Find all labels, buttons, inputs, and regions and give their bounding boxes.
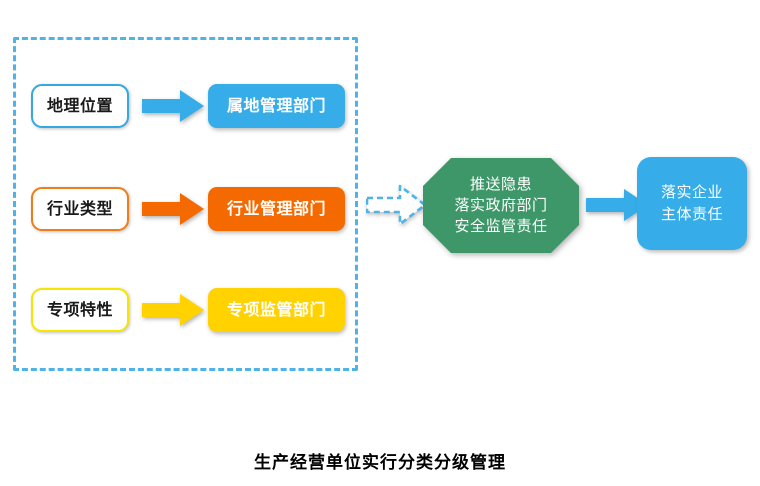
department-label: 行业管理部门	[226, 198, 326, 218]
process-line-1: 推送隐患	[469, 174, 532, 193]
arrow-industry-to-department	[142, 192, 204, 226]
criteria-box-industry[interactable]: 行业类型	[31, 187, 129, 231]
criteria-label: 行业类型	[46, 198, 113, 218]
merge-arrow-dashed	[366, 183, 426, 227]
department-label: 属地管理部门	[226, 95, 326, 115]
department-box-special[interactable]: 专项监管部门	[208, 288, 345, 332]
process-node-octagon[interactable]: 推送隐患 落实政府部门 安全监管责任	[423, 158, 579, 253]
process-line-3: 安全监管责任	[454, 217, 548, 236]
criteria-box-special[interactable]: 专项特性	[31, 288, 129, 332]
outcome-box-enterprise-responsibility[interactable]: 落实企业 主体责任	[637, 157, 747, 250]
criteria-label: 专项特性	[46, 299, 113, 319]
criteria-box-geography[interactable]: 地理位置	[31, 84, 129, 128]
process-line-2: 落实政府部门	[454, 195, 548, 214]
diagram-caption: 生产经营单位实行分类分级管理	[254, 453, 506, 473]
outcome-line-1: 落实企业	[660, 182, 723, 201]
process-node-text: 推送隐患 落实政府部门 安全监管责任	[423, 158, 579, 253]
department-box-territorial[interactable]: 属地管理部门	[208, 84, 345, 128]
arrow-geography-to-department	[142, 89, 204, 123]
department-box-industry[interactable]: 行业管理部门	[208, 187, 345, 231]
classification-group-frame	[13, 37, 358, 371]
criteria-label: 地理位置	[46, 95, 113, 115]
department-label: 专项监管部门	[226, 299, 326, 319]
outcome-line-2: 主体责任	[660, 204, 723, 223]
arrow-process-to-outcome	[586, 188, 648, 222]
arrow-special-to-department	[142, 293, 204, 327]
